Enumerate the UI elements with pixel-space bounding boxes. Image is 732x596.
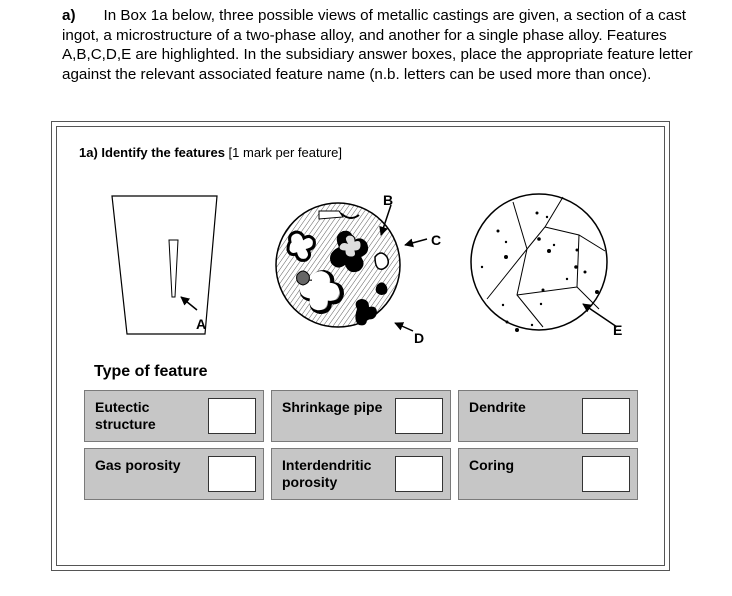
feature-cell-gas-porosity: Gas porosity: [84, 448, 264, 500]
question-label: a): [62, 7, 76, 24]
box-title: 1a) Identify the features [1 mark per fe…: [79, 145, 342, 160]
answer-box-gas-porosity[interactable]: [208, 456, 256, 492]
label-e: E: [613, 322, 622, 338]
single-phase-microstructure: E: [470, 193, 622, 338]
feature-label: Eutectic structure: [95, 399, 156, 432]
feature-cell-coring: Coring: [458, 448, 638, 500]
question-intro: a)In Box 1a below, three possible views …: [62, 6, 702, 84]
feature-label: Dendrite: [469, 399, 526, 415]
dendrite-shapes: [286, 210, 390, 326]
feature-label: Coring: [469, 457, 515, 473]
castings-diagram: A B: [111, 192, 622, 346]
answer-box-coring[interactable]: [582, 456, 630, 492]
ingot-section: A: [111, 195, 218, 335]
answer-box-shrinkage-pipe[interactable]: [395, 398, 443, 434]
box-title-rest: [1 mark per feature]: [224, 145, 342, 160]
answer-box-dendrite[interactable]: [582, 398, 630, 434]
shrinkage-pipe-shape: [168, 239, 179, 298]
feature-cell-interdendritic-porosity: Interdendritic porosity: [271, 448, 451, 500]
label-c: C: [431, 232, 441, 248]
feature-label: Shrinkage pipe: [282, 399, 383, 415]
answer-box-inner: 1a) Identify the features [1 mark per fe…: [56, 126, 665, 566]
feature-cell-dendrite: Dendrite: [458, 390, 638, 442]
answer-box-1a: 1a) Identify the features [1 mark per fe…: [51, 121, 670, 571]
answer-box-interdendritic-porosity[interactable]: [395, 456, 443, 492]
label-a: A: [196, 316, 206, 332]
label-d: D: [414, 330, 424, 346]
feature-label: Interdendritic porosity: [282, 457, 372, 490]
box-title-bold: 1a) Identify the features: [79, 145, 225, 160]
question-text: In Box 1a below, three possible views of…: [62, 7, 693, 83]
feature-label: Gas porosity: [95, 457, 181, 473]
label-b: B: [383, 192, 393, 208]
feature-cell-eutectic: Eutectic structure: [84, 390, 264, 442]
two-phase-microstructure: B C D: [275, 192, 441, 346]
type-of-feature-heading: Type of feature: [94, 363, 208, 380]
feature-cell-shrinkage-pipe: Shrinkage pipe: [271, 390, 451, 442]
answer-box-eutectic[interactable]: [208, 398, 256, 434]
